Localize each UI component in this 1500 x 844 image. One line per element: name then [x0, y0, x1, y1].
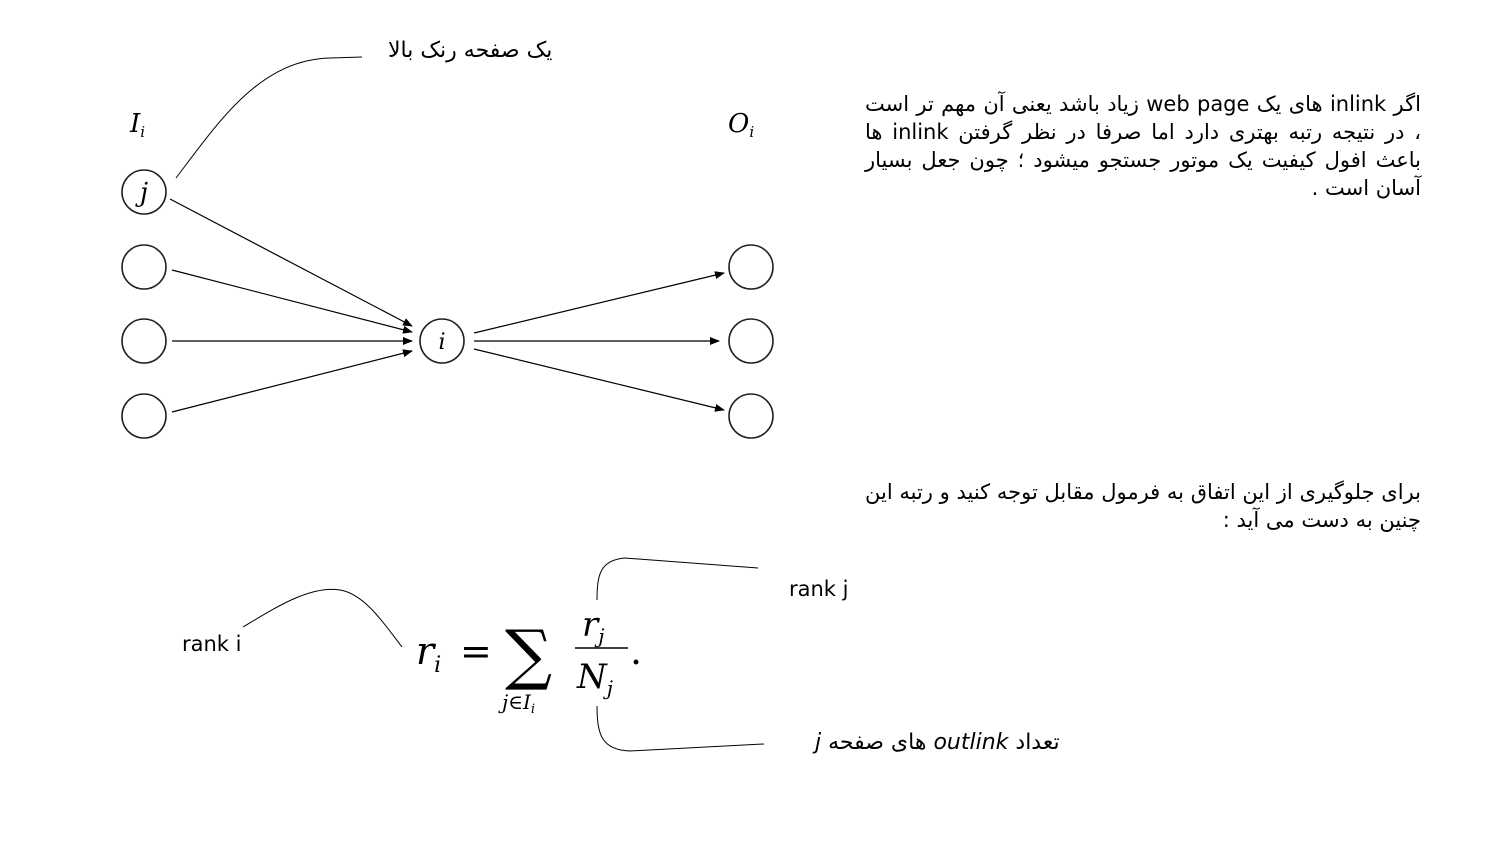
outlink-word: outlink [933, 730, 1009, 755]
output-set-label: Oi [728, 109, 754, 141]
inlink-arrow-1 [169, 198, 413, 327]
outlink-middle: های صفحه [828, 730, 927, 755]
node-j [121, 169, 167, 215]
formula-numerator: rj [582, 605, 604, 648]
outlink-prefix: تعداد [1015, 730, 1060, 755]
node-j-label: j [135, 178, 148, 208]
inlink-arrow-2 [171, 269, 413, 334]
node-i [419, 318, 465, 364]
formula-lhs: ri [416, 629, 441, 678]
outlink-count-label: تعداد outlink های صفحه j [815, 730, 1060, 755]
output-node-2 [728, 318, 774, 364]
top-annotation-label: یک صفحه رنک بالا [388, 38, 553, 63]
input-set-label: Ii [129, 109, 145, 141]
rank-j-connector [596, 557, 759, 601]
node-i-label: i [438, 330, 445, 355]
formula-intro-paragraph: برای جلوگیری از این اتفاق به فرمول مقابل… [865, 480, 1421, 532]
inlink-arrow-4 [171, 349, 413, 413]
outlink-connector [596, 705, 765, 752]
output-node-1 [728, 244, 774, 290]
top-annotation-connector [175, 56, 363, 179]
formula-sum-sign: ∑ [505, 616, 552, 693]
rank-i-label: rank i [182, 632, 242, 656]
input-node-3 [121, 318, 167, 364]
formula-denominator: Nj [576, 657, 613, 700]
formula-equals: = [460, 629, 492, 673]
pagerank-formula: ri = ∑ j∈Ii rj Nj . [416, 605, 642, 717]
rank-i-connector [242, 588, 403, 648]
inlink-explanation-paragraph: اگر inlink های یک web page زیاد باشد یعن… [865, 92, 1421, 200]
outlink-arrow-1 [473, 271, 725, 334]
output-node-3 [728, 393, 774, 439]
formula-sum-subscript: j∈Ii [498, 690, 535, 717]
input-node-2 [121, 244, 167, 290]
rank-j-label: rank j [789, 577, 849, 601]
outlink-j: j [815, 730, 822, 755]
formula-period: . [630, 629, 642, 673]
outlink-arrow-3 [473, 348, 725, 412]
input-node-4 [121, 393, 167, 439]
